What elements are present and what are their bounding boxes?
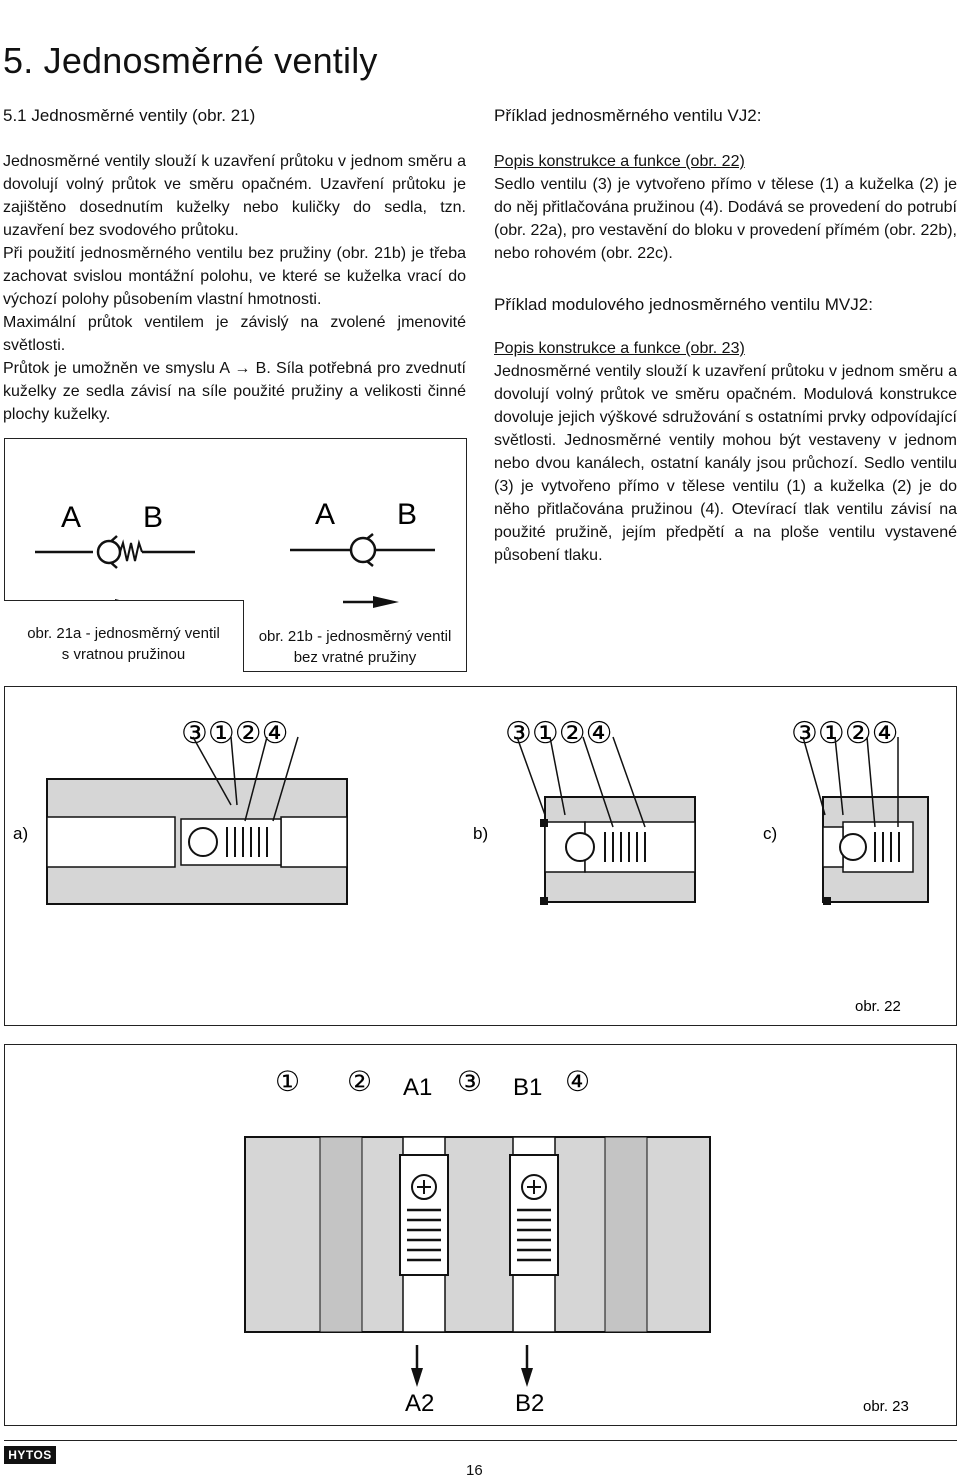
paragraph-1: Jednosměrné ventily slouží k uzavření pr… bbox=[3, 153, 466, 239]
flow-arrows bbox=[411, 1345, 533, 1387]
figure-22-drawing: ③①②④ a) ③①②④ b) bbox=[13, 717, 929, 1015]
valve-body-c bbox=[802, 736, 929, 905]
caption-21b-box: obr. 21b - jednosměrný ventil bez vratné… bbox=[244, 626, 466, 670]
paragraph-4: Průtok je umožněn ve smyslu A → B. Síla … bbox=[3, 360, 466, 423]
fig23-caption: obr. 23 bbox=[863, 1398, 909, 1415]
modular-valve-body bbox=[244, 1136, 711, 1333]
valve-body-a bbox=[46, 736, 348, 905]
example2-subtitle: Popis konstrukce a funkce (obr. 23) bbox=[494, 340, 745, 357]
fig23-number-3: ③ bbox=[457, 1066, 482, 1097]
port-b-label: B bbox=[143, 501, 163, 534]
example2-text: Jednosměrné ventily slouží k uzavření pr… bbox=[494, 363, 957, 564]
left-column-text: Jednosměrné ventily slouží k uzavření pr… bbox=[3, 150, 466, 426]
fig23-number-2: ② bbox=[347, 1066, 372, 1097]
example2-title: Příklad modulového jednosměrného ventilu… bbox=[494, 295, 873, 314]
caption-21a-box: obr. 21a - jednosměrný ventil s vratnou … bbox=[4, 600, 244, 672]
valve-cartridge-a bbox=[399, 1154, 449, 1276]
check-valve-symbol bbox=[290, 533, 435, 567]
fig23-number-4: ④ bbox=[565, 1066, 590, 1097]
caption-21a-line2: s vratnou pružinou bbox=[61, 646, 186, 663]
caption-21a-line1: obr. 21a - jednosměrný ventil bbox=[27, 625, 220, 642]
port-b-label-b: B bbox=[397, 498, 417, 531]
port-a-label-b: A bbox=[315, 498, 335, 531]
example1-subtitle: Popis konstrukce a funkce (obr. 22) bbox=[494, 153, 745, 170]
caption-21b-line1: obr. 21b - jednosměrný ventil bbox=[258, 628, 452, 645]
paragraph-2: Při použití jednosměrného ventilu bez pr… bbox=[3, 245, 466, 308]
caption-21b-line2: bez vratné pružiny bbox=[293, 649, 417, 666]
footer-rule bbox=[4, 1440, 957, 1441]
figure-23-drawing: ① ② A1 ③ B1 ④ bbox=[244, 1066, 909, 1417]
check-valve-spring-symbol bbox=[35, 535, 195, 569]
right-column-text: Příklad jednosměrného ventilu VJ2: Popis… bbox=[494, 106, 957, 567]
valve-cartridge-b bbox=[509, 1154, 559, 1276]
port-a-label: A bbox=[61, 501, 81, 534]
port-b1-label: B1 bbox=[513, 1074, 542, 1101]
valve-body-b bbox=[516, 736, 696, 905]
fig22b-numbers: ③①②④ bbox=[505, 717, 613, 750]
fig22-caption: obr. 22 bbox=[855, 998, 901, 1015]
fig22a-numbers: ③①②④ bbox=[181, 717, 289, 750]
fig22a-label: a) bbox=[13, 824, 28, 843]
port-a2-label: A2 bbox=[405, 1390, 434, 1417]
paragraph-3: Maximální průtok ventilem je závislý na … bbox=[3, 314, 466, 354]
fig22c-numbers: ③①②④ bbox=[791, 717, 899, 750]
port-a1-label: A1 bbox=[403, 1074, 432, 1101]
section-heading: 5.1 Jednosměrné ventily (obr. 21) bbox=[3, 106, 256, 125]
fig22c-label: c) bbox=[763, 824, 777, 843]
example1-text: Sedlo ventilu (3) je vytvořeno přímo v t… bbox=[494, 176, 957, 262]
fig23-number-1: ① bbox=[275, 1066, 300, 1097]
port-b2-label: B2 bbox=[515, 1390, 544, 1417]
figure-22: ③①②④ a) ③①②④ b) bbox=[4, 686, 957, 1026]
fig22b-label: b) bbox=[473, 824, 488, 843]
figure-23: ① ② A1 ③ B1 ④ bbox=[4, 1044, 957, 1426]
page-number: 16 bbox=[466, 1462, 483, 1479]
hytos-logo: HYTOS bbox=[4, 1446, 56, 1464]
example1-title: Příklad jednosměrného ventilu VJ2: bbox=[494, 106, 762, 125]
flow-arrow-b bbox=[343, 596, 399, 608]
page-title: 5. Jednosměrné ventily bbox=[3, 40, 378, 81]
